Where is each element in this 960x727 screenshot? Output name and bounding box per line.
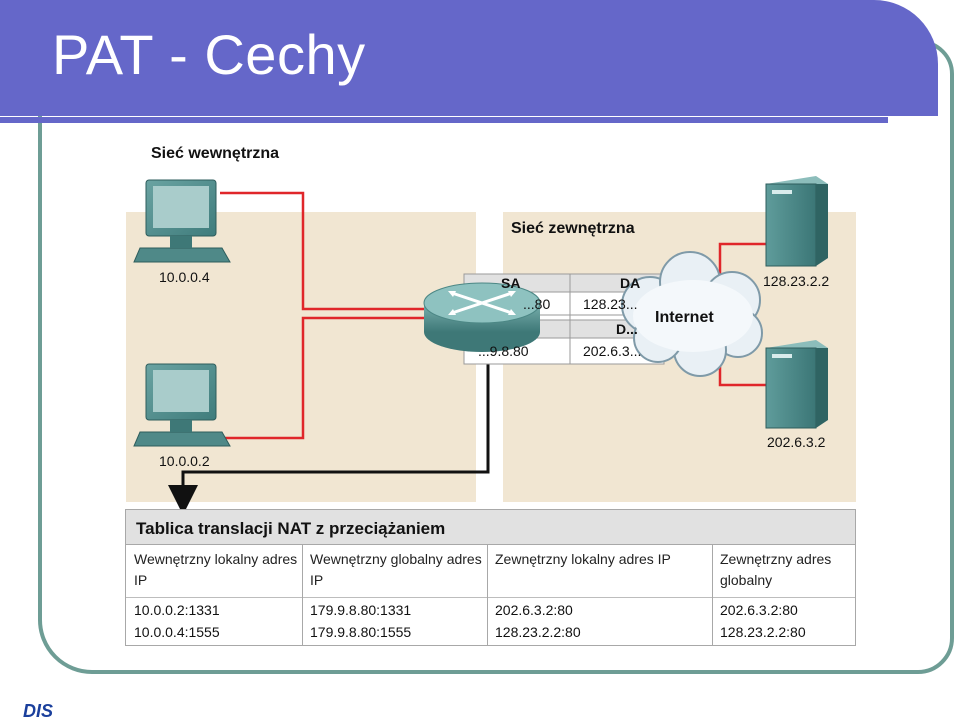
table-cell: 202.6.3.2:80 [495, 602, 573, 618]
logo-text: DIS [23, 701, 53, 721]
table-cell: 10.0.0.2:1331 [134, 602, 220, 618]
packet-row1-sa: ...80 [523, 296, 551, 312]
title-bar [0, 0, 938, 116]
outside-network-label: Sieć zewnętrzna [511, 220, 635, 237]
nat-translation-table: Tablica translacji NAT z przeciążaniem W… [125, 509, 856, 646]
nat-table-title: Tablica translacji NAT z przeciążaniem [136, 519, 446, 538]
packet-row1-da: 128.23... [583, 296, 638, 312]
column-header: Wewnętrzny globalny adres IP [302, 545, 487, 597]
pc-icon-bottom [133, 363, 231, 447]
table-cell: 179.9.8.80:1331 [310, 602, 412, 618]
table-cell: 128.23.2.2:80 [495, 624, 581, 640]
nat-table-title-bar: Tablica translacji NAT z przeciążaniem [126, 510, 855, 545]
table-cell: 10.0.0.4:1555 [134, 624, 220, 640]
pc-icon-top [133, 179, 231, 263]
column-header: Zewnętrzny adres globalny [712, 545, 855, 597]
table-cell: 202.6.3.2:80 [720, 602, 798, 618]
nat-arrow [168, 360, 490, 515]
packet-row2-sa: ...9.8.80 [478, 343, 529, 359]
column-divider [302, 545, 303, 646]
internet-label: Internet [655, 309, 714, 326]
server-ip-label: 202.6.3.2 [767, 434, 826, 450]
column-divider [487, 545, 488, 646]
server-ip-label: 128.23.2.2 [763, 273, 830, 289]
column-header: Wewnętrzny lokalny adres IP [126, 545, 302, 597]
dis-logo-icon: DIS [22, 699, 60, 721]
column-divider [712, 545, 713, 646]
packet-row2-da-header: D... [616, 321, 638, 337]
packet-row2-da: 202.6.3... [583, 343, 642, 359]
inside-network-label: Sieć wewnętrzna [151, 145, 280, 162]
table-cell: 179.9.8.80:1555 [310, 624, 412, 640]
table-divider [126, 597, 855, 598]
router-icon [423, 282, 541, 352]
host-ip-label: 10.0.0.2 [159, 453, 210, 469]
server-icon-top [765, 176, 828, 267]
title-underline [0, 117, 888, 123]
table-cell: 128.23.2.2:80 [720, 624, 806, 640]
packet-da-header: DA [620, 275, 641, 291]
internet-cloud-icon [621, 251, 763, 377]
column-header: Zewnętrzny lokalny adres IP [487, 545, 712, 597]
inside-links [220, 191, 440, 440]
packet-sa-header: SA [501, 275, 521, 291]
slide-title: PAT - Cechy [52, 23, 366, 86]
server-icon-bottom [765, 340, 828, 429]
host-ip-label: 10.0.0.4 [159, 269, 210, 285]
